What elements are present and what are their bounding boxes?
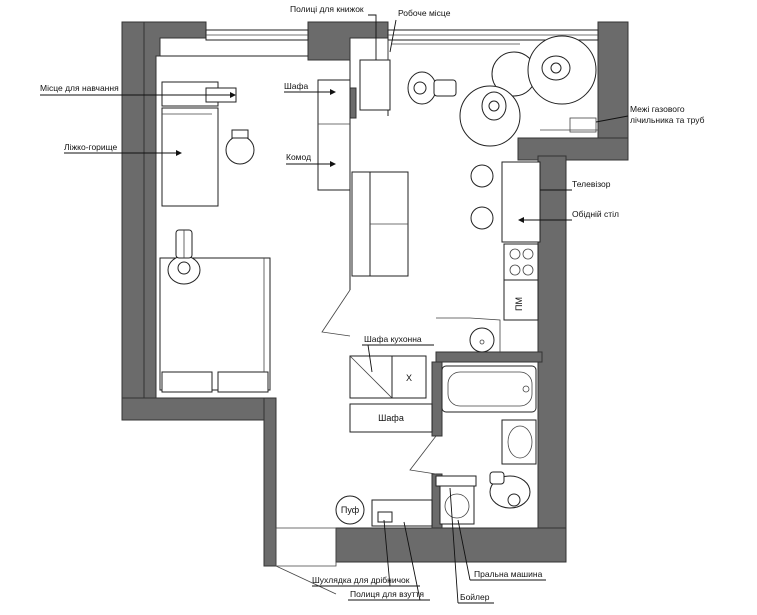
hall-wardrobe [349, 403, 433, 433]
loft-bed [161, 107, 219, 207]
bar-stool-2 [470, 206, 494, 230]
entrance-door-area [275, 527, 337, 567]
wall-right-step [517, 137, 629, 161]
wall-left [121, 21, 145, 419]
walls [121, 21, 629, 567]
hall-wardrobe-label: Шафа [378, 413, 404, 423]
office-chair-back [231, 129, 249, 139]
stove [503, 243, 539, 281]
label-shelves-books: Полиці для книжок [290, 4, 364, 14]
label-dresser: Комод [286, 152, 311, 162]
furniture-living [351, 35, 597, 277]
bathtub [441, 365, 537, 413]
label-wardrobe: Шафа [284, 81, 309, 91]
wall-corridor-left [263, 397, 277, 567]
label-gas-meter-1: Межі газового [630, 104, 685, 114]
label-loft-bed: Ліжко-горище [64, 142, 118, 152]
wall-right [537, 155, 567, 533]
label-washing-machine: Пральна машина [474, 569, 543, 579]
wall-bottom-left [121, 397, 277, 421]
bar-stool-1 [470, 164, 494, 188]
person-on-bed [167, 229, 201, 285]
kitchen-counter-corner [436, 317, 501, 352]
bed-pillow-1 [161, 371, 213, 393]
label-boiler: Бойлер [460, 592, 490, 602]
wall-bath-left [431, 361, 443, 437]
office-chair [225, 135, 255, 165]
gas-meter-box [569, 117, 597, 133]
furniture-left-room [159, 79, 351, 393]
label-workplace: Робоче місце [398, 8, 451, 18]
label-small-drawer: Шухлядка для дрібничок [312, 575, 410, 585]
person-toilet [489, 471, 531, 509]
fridge [391, 355, 427, 399]
fridge-label: Х [406, 373, 412, 383]
label-shoe-shelf: Полиця для взуття [350, 589, 424, 599]
bathtub-inner [447, 371, 533, 407]
door-bath [409, 435, 437, 475]
wall-bottom [335, 527, 567, 563]
washbasin [501, 419, 537, 465]
wall-top-middle [307, 21, 389, 61]
furniture-kitchen: ПМ Х Шафа [349, 161, 541, 433]
pouf [335, 495, 365, 525]
person-table-1 [459, 85, 521, 147]
windows [205, 29, 599, 41]
label-kitchen-cabinet: Шафа кухонна [364, 334, 422, 344]
label-gas-meter-2: лічильника та труб [630, 115, 705, 125]
work-desk [359, 59, 391, 111]
dishwasher [503, 279, 539, 321]
annotations: Полиці для книжок Робоче місце Місце для… [40, 4, 705, 604]
small-drawer [377, 511, 393, 523]
entrance-door-swing [275, 565, 337, 595]
label-study-place: Місце для навчання [40, 83, 119, 93]
person-table-2 [527, 35, 597, 105]
dining-counter [501, 161, 541, 243]
furniture-bathroom [435, 365, 537, 525]
furniture-hallway: Пуф [335, 495, 433, 527]
pouf-label: Пуф [341, 505, 360, 515]
boiler [435, 475, 477, 487]
bed-pillow-2 [217, 371, 269, 393]
label-dining-table: Обідній стіл [572, 209, 619, 219]
dishwasher-label: ПМ [514, 297, 524, 311]
wardrobe [317, 79, 351, 191]
label-tv: Телевізор [572, 179, 611, 189]
door-room [321, 289, 351, 337]
wall-bath-partition [435, 351, 543, 363]
sofa-back [351, 171, 371, 277]
person-workplace [407, 71, 457, 105]
